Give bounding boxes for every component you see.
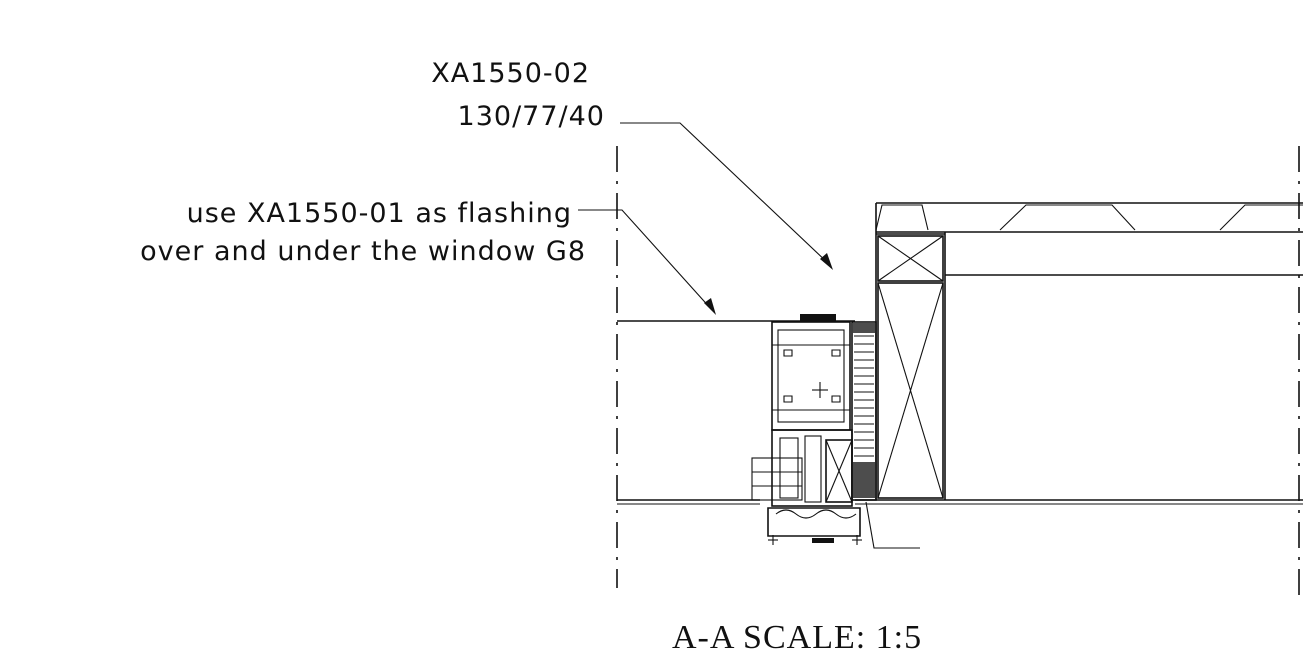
wall-outline	[617, 320, 1303, 505]
leader-profile	[620, 122, 833, 270]
flashing-note-line-1: use XA1550-01 as flashing	[187, 198, 572, 229]
profile-code-label: XA1550-02	[431, 58, 590, 89]
timber-blocks	[877, 235, 944, 499]
flashing-note-line-2: over and under the window G8	[140, 236, 586, 267]
window-profile	[751, 314, 920, 549]
section-caption: A-A SCALE: 1:5	[672, 619, 922, 656]
roof-structure	[875, 202, 1303, 500]
insulation-strip	[851, 321, 877, 501]
leader-flashing	[578, 209, 716, 315]
profile-dims-label: 130/77/40	[458, 101, 605, 132]
